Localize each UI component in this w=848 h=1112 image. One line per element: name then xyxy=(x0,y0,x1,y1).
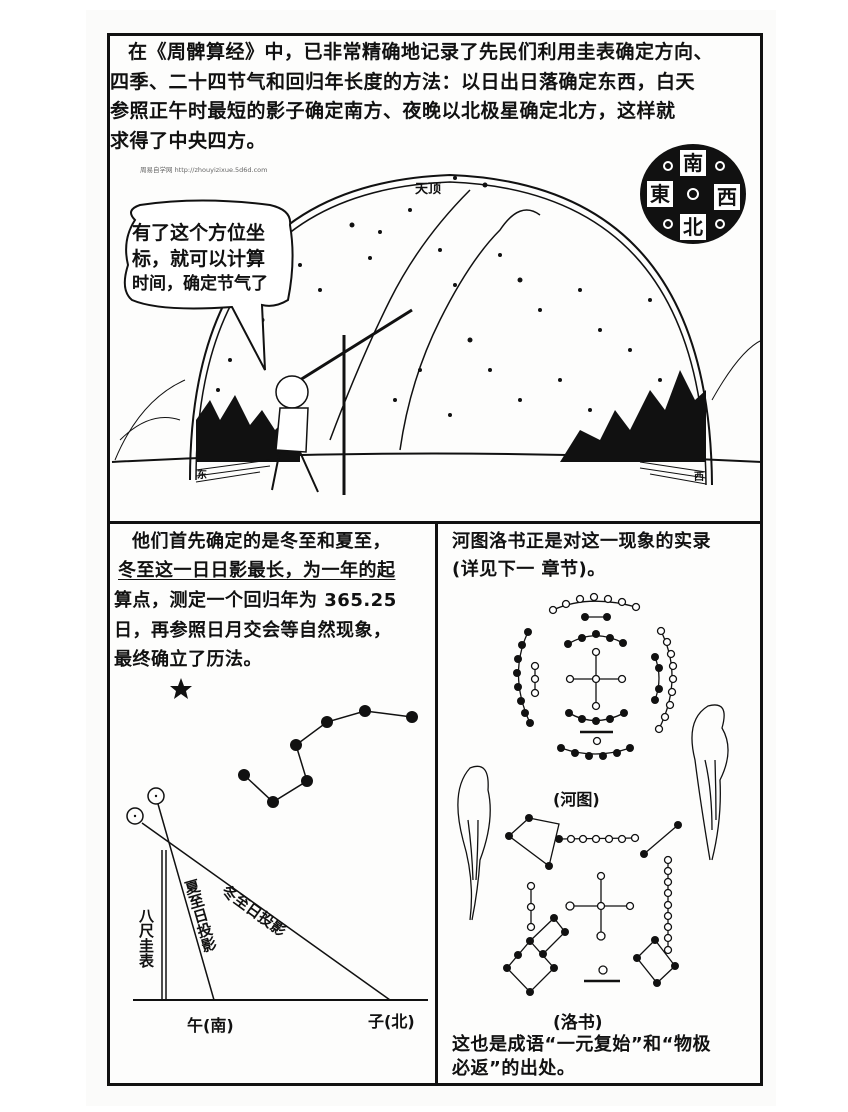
compass-west: 西 xyxy=(714,184,740,210)
north-label: 子(北) xyxy=(368,1012,415,1031)
intro-line-1: 在《周髀算经》中，已非常精确地记录了先民们利用圭表确定方向、 xyxy=(128,41,714,63)
left-text-line-2: 冬至这一日日影最长，为一年的起 xyxy=(118,560,396,581)
intro-line-2: 四季、二十四节气和回归年长度的方法：以日出日落确定东西，白天 xyxy=(110,71,696,93)
hetu-caption: (河图) xyxy=(553,790,600,809)
left-text-line-5: 最终确立了历法。 xyxy=(114,649,262,670)
footer-line-2: 必返”的出处。 xyxy=(452,1058,576,1079)
compass-south: 南 xyxy=(680,150,706,176)
south-label: 午(南) xyxy=(187,1016,234,1035)
panel-divider-vertical xyxy=(435,522,438,1086)
left-text-line-1: 他们首先确定的是冬至和夏至， xyxy=(132,531,391,552)
watermark: 周易自学网 http://zhouyizixue.5d6d.com xyxy=(140,166,268,174)
compass-east: 東 xyxy=(647,181,673,207)
intro-line-3: 参照正午时最短的影子确定南方、夜晚以北极星确定北方，这样就 xyxy=(110,100,676,122)
speech-bubble-line-3: 时间，确定节气了 xyxy=(132,274,268,294)
left-text-line-3: 算点，测定一个回归年为 365.25 xyxy=(114,590,397,611)
east-label: 东 xyxy=(197,470,207,481)
footer-line-1: 这也是成语“一元复始”和“物极 xyxy=(452,1034,711,1055)
pole-star-icon xyxy=(170,678,192,699)
luoshu-caption: (洛书) xyxy=(553,1013,603,1033)
compass-circles-icon xyxy=(663,161,725,229)
speech-bubble-line-2: 标，就可以计算 xyxy=(132,248,266,270)
compass-north: 北 xyxy=(680,214,706,240)
speech-bubble-line-1: 有了这个方位坐 xyxy=(132,222,266,244)
zenith-label: 天顶 xyxy=(415,182,442,197)
right-text-line-2: (详见下一 章节)。 xyxy=(452,559,606,580)
west-label: 西 xyxy=(694,472,704,483)
gnomon-label: 八尺圭表 xyxy=(137,908,155,968)
right-text-line-1: 河图洛书正是对这一现象的实录 xyxy=(452,531,711,552)
left-text-line-4: 日，再参照日月交会等自然现象， xyxy=(114,620,392,641)
intro-line-4: 求得了中央四方。 xyxy=(110,130,267,152)
compass-coin: 南 東 西 北 xyxy=(640,144,746,244)
